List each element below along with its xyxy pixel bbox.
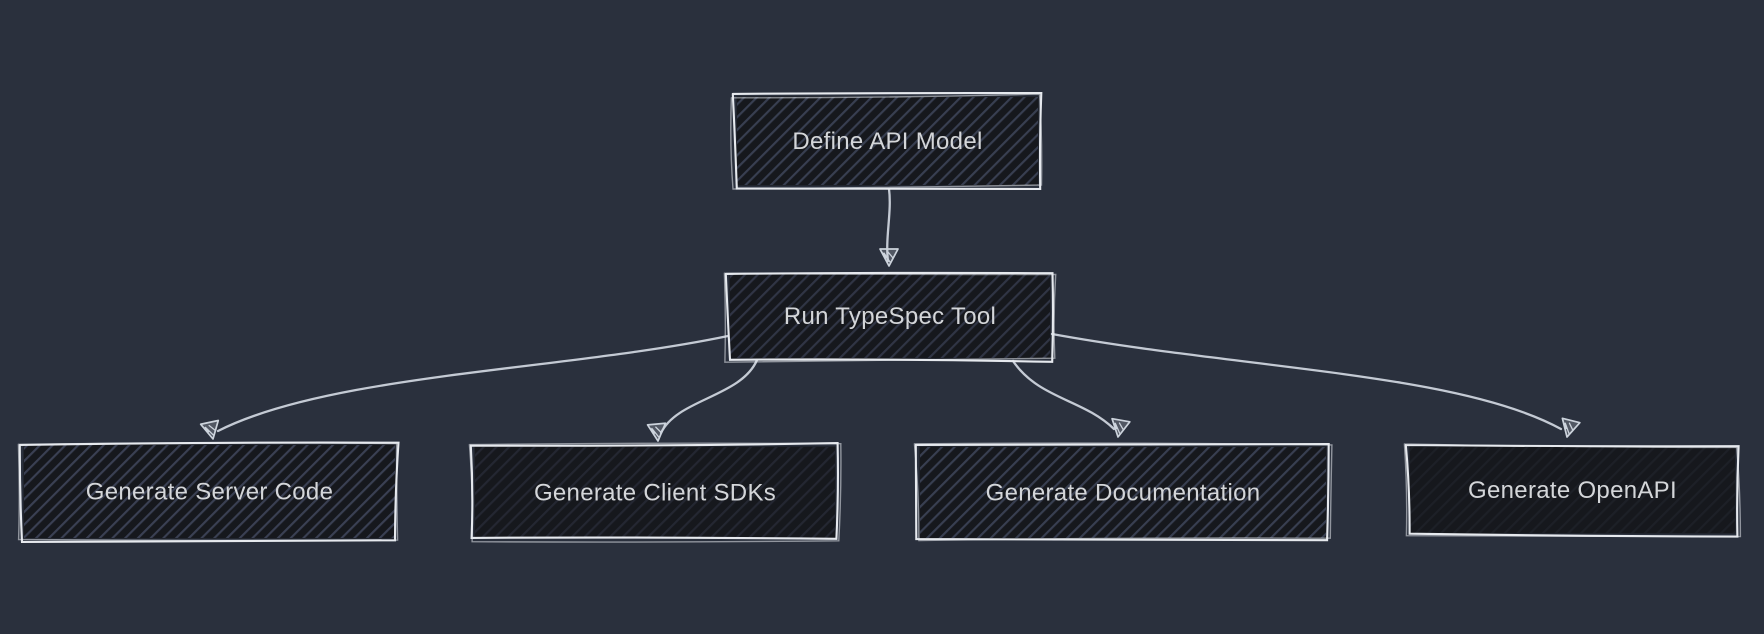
node-border <box>724 271 1055 363</box>
node-hatch <box>737 97 1038 185</box>
arrowhead-icon <box>1111 417 1131 438</box>
edge-run-typespec-tool-to-generate-documentation <box>1011 359 1131 438</box>
arrowhead-icon <box>199 419 220 440</box>
edge-run-typespec-tool-to-generate-server-code <box>199 334 730 440</box>
edges-layer <box>199 187 1581 442</box>
node-hatch <box>920 447 1326 538</box>
node-label: Generate OpenAPI <box>1468 477 1677 504</box>
node-hatch <box>24 445 395 538</box>
node-hatch <box>1410 447 1735 533</box>
node-border-sketch <box>723 272 1057 363</box>
arrowhead-icon <box>646 422 667 442</box>
edge-line <box>886 187 891 263</box>
edge-line <box>659 358 759 435</box>
edge-line <box>1011 359 1116 431</box>
edge-define-api-model-to-run-typespec-tool <box>879 187 899 267</box>
node-label: Generate Documentation <box>986 480 1261 507</box>
node-hatch <box>475 447 835 538</box>
node-border-sketch <box>730 93 1043 190</box>
node-hatch <box>730 274 1050 358</box>
arrowhead-icon <box>1561 417 1581 438</box>
node-generate-documentation: Generate Documentation <box>913 442 1333 542</box>
edge-line <box>216 334 730 433</box>
node-generate-client-sdks: Generate Client SDKs <box>468 442 842 543</box>
node-border <box>731 91 1043 191</box>
node-border-sketch <box>17 442 399 542</box>
node-label: Generate Server Code <box>86 479 333 506</box>
node-define-api-model: Define API Model <box>730 91 1043 191</box>
node-run-typespec-tool: Run TypeSpec Tool <box>723 271 1057 363</box>
node-label: Generate Client SDKs <box>534 480 776 507</box>
node-generate-openapi: Generate OpenAPI <box>1403 443 1742 538</box>
edge-line <box>1050 332 1563 431</box>
node-generate-server-code: Generate Server Code <box>17 441 400 544</box>
edge-run-typespec-tool-to-generate-client-sdks <box>646 358 759 442</box>
node-label: Define API Model <box>792 128 982 155</box>
node-border-sketch <box>913 442 1333 542</box>
node-border <box>914 443 1330 542</box>
node-border-sketch <box>1403 443 1742 538</box>
edge-run-typespec-tool-to-generate-openapi <box>1050 332 1581 438</box>
arrowhead-icon <box>879 248 899 267</box>
node-label: Run TypeSpec Tool <box>784 303 996 330</box>
node-border-sketch <box>468 442 842 543</box>
